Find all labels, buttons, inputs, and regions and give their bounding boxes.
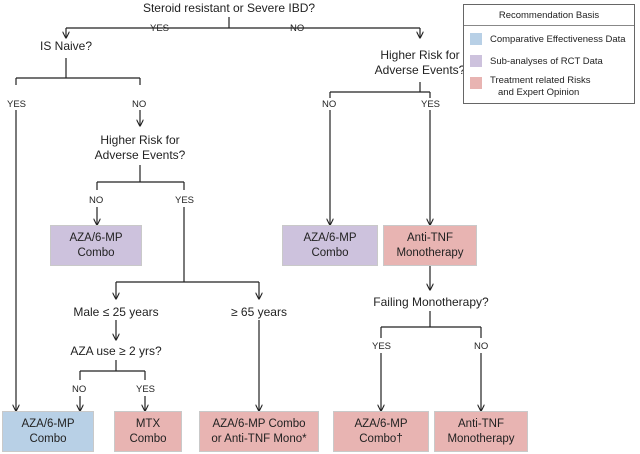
branch-yes-naive: YES xyxy=(7,99,27,110)
box-aza-combo-right-line2: Combo xyxy=(311,246,349,259)
question-higher-risk-right: Higher Risk for Adverse Events? xyxy=(360,48,480,78)
box-anti-tnf-mono-line1: Anti-TNF xyxy=(407,231,453,244)
question-higher-risk-right-line2: Adverse Events? xyxy=(374,63,466,77)
box-aza-combo-failing-line2: Combo† xyxy=(359,432,403,445)
branch-no-risk-left: NO xyxy=(89,195,104,206)
box-aza-combo-bottom-left-line1: AZA/6-MP xyxy=(21,417,75,430)
box-aza-combo-failing-line1: AZA/6-MP xyxy=(354,417,408,430)
branch-no-aza-use: NO xyxy=(72,384,87,395)
box-mtx-combo-line1: MTX xyxy=(135,417,161,430)
question-higher-risk-left-line1: Higher Risk for xyxy=(100,133,180,147)
box-aza-combo-mid-line1: AZA/6-MP xyxy=(69,231,123,244)
box-aza-combo-bottom-left-line2: Combo xyxy=(29,432,67,445)
box-aza-combo-failing: AZA/6-MP Combo† xyxy=(333,411,429,452)
legend-swatch-purple xyxy=(470,55,482,67)
question-65-years: ≥ 65 years xyxy=(231,305,287,319)
box-aza-combo-mid-line2: Combo xyxy=(77,246,115,259)
question-higher-risk-right-line1: Higher Risk for xyxy=(380,48,460,62)
box-anti-tnf-bottom-line1: Anti-TNF xyxy=(458,417,504,430)
branch-yes-failing: YES xyxy=(372,341,392,352)
legend-item-rct: Sub-analyses of RCT Data xyxy=(490,56,603,67)
question-higher-risk-left: Higher Risk for Adverse Events? xyxy=(80,133,200,163)
question-aza-use: AZA use ≥ 2 yrs? xyxy=(70,344,162,358)
question-higher-risk-left-line2: Adverse Events? xyxy=(94,148,186,162)
legend-item-risks-line1: Treatment related Risks xyxy=(490,75,591,86)
question-failing-monotherapy: Failing Monotherapy? xyxy=(373,295,489,309)
question-steroid-resistant: Steroid resistant or Severe IBD? xyxy=(142,1,316,15)
legend-item-risks-line2: and Expert Opinion xyxy=(498,87,580,98)
legend: Recommendation Basis Comparative Effecti… xyxy=(463,4,635,104)
branch-yes-root: YES xyxy=(150,23,170,34)
branch-no-naive: NO xyxy=(132,99,147,110)
legend-item-comparative: Comparative Effectiveness Data xyxy=(490,34,626,45)
box-anti-tnf-bottom: Anti-TNF Monotherapy xyxy=(434,411,528,452)
question-male-25: Male ≤ 25 years xyxy=(73,305,159,319)
box-aza-combo-mid: AZA/6-MP Combo xyxy=(50,225,142,266)
legend-swatch-blue xyxy=(470,33,482,45)
question-is-naive: IS Naive? xyxy=(39,39,93,53)
branch-no-root: NO xyxy=(290,23,305,34)
legend-swatch-red xyxy=(470,77,482,89)
branch-yes-aza-use: YES xyxy=(136,384,156,395)
box-anti-tnf-bottom-line2: Monotherapy xyxy=(447,432,515,445)
box-anti-tnf-mono: Anti-TNF Monotherapy xyxy=(383,225,477,266)
box-mtx-combo-line2: Combo xyxy=(129,432,167,445)
legend-title: Recommendation Basis xyxy=(498,10,600,21)
box-aza-or-anti-tnf-line2: or Anti-TNF Mono* xyxy=(211,432,307,445)
box-anti-tnf-mono-line2: Monotherapy xyxy=(396,246,464,259)
branch-no-failing: NO xyxy=(474,341,489,352)
box-aza-or-anti-tnf: AZA/6-MP Combo or Anti-TNF Mono* xyxy=(199,411,319,452)
box-aza-combo-right: AZA/6-MP Combo xyxy=(282,225,378,266)
branch-yes-risk-left: YES xyxy=(175,195,195,206)
box-mtx-combo: MTX Combo xyxy=(114,411,182,452)
box-aza-or-anti-tnf-line1: AZA/6-MP Combo xyxy=(212,417,306,430)
box-aza-combo-right-line1: AZA/6-MP xyxy=(303,231,357,244)
legend-divider xyxy=(464,25,634,26)
box-aza-combo-bottom-left: AZA/6-MP Combo xyxy=(2,411,94,452)
branch-no-risk-right: NO xyxy=(322,99,337,110)
branch-yes-risk-right: YES xyxy=(421,99,441,110)
